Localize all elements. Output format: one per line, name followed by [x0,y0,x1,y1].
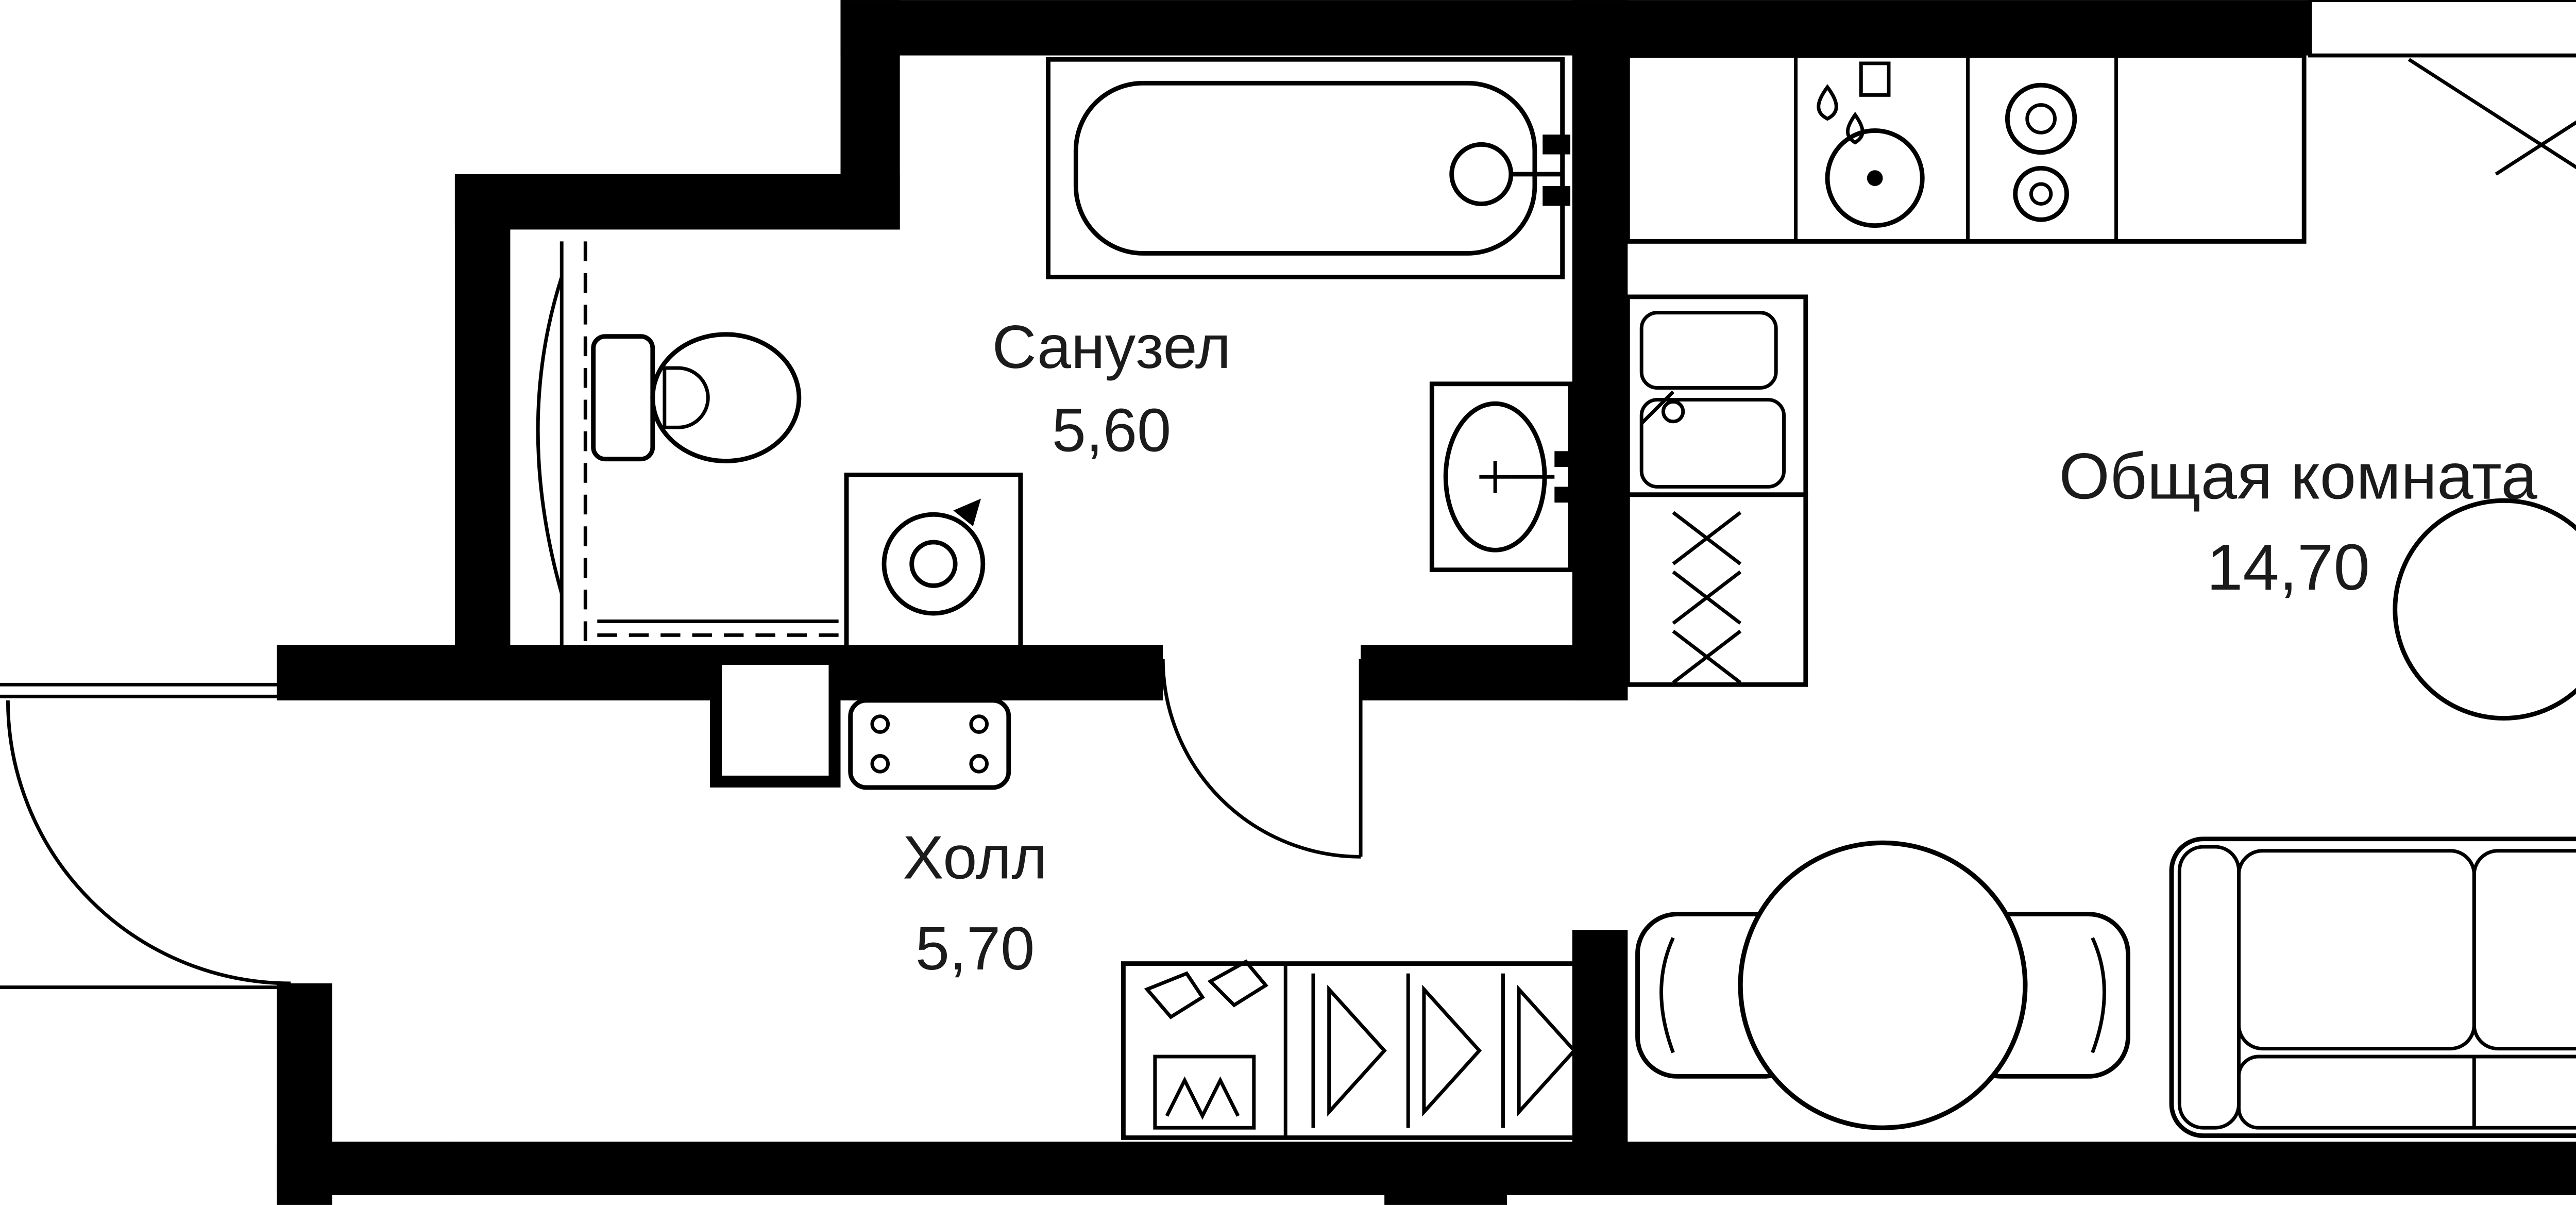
water-drop-icon [1817,84,1838,121]
washing-machine [844,472,1023,656]
kitchen-side-cabinet [1625,294,1808,497]
room-labels: Санузел 5,60 Холл 5,70 Общая комната 14,… [903,313,2537,983]
entry-door-arc [0,682,291,990]
wall-niche [710,652,841,788]
room-name-bathroom: Санузел [992,313,1231,381]
room-area-hall: 5,70 [916,914,1035,983]
toilet [591,332,802,463]
room-name-living: Общая комната [2059,439,2537,512]
bathroom-door-arc [1161,659,1363,859]
shelf-cabinet [1625,492,1808,687]
wardrobe [1121,959,1581,1140]
bathroom-sink [1429,381,1574,573]
top-wardrobe [2308,0,2576,176]
dining-table [1738,840,2028,1130]
sofa [2169,836,2576,1138]
kitchen-sink [1817,61,1925,228]
room-area-bathroom: 5,60 [1052,396,1172,464]
room-name-hall: Холл [903,824,1047,892]
rug-circle [2393,498,2576,721]
hall-bench [848,698,1011,790]
kitchen-counter [1625,53,2307,244]
stove [2005,82,2077,222]
bathtub [1046,57,1570,279]
hanger-icons [1311,973,1577,1128]
plumbing-shaft [536,241,839,653]
room-area-living: 14,70 [2207,530,2370,604]
water-drop-icon [1846,111,1865,145]
